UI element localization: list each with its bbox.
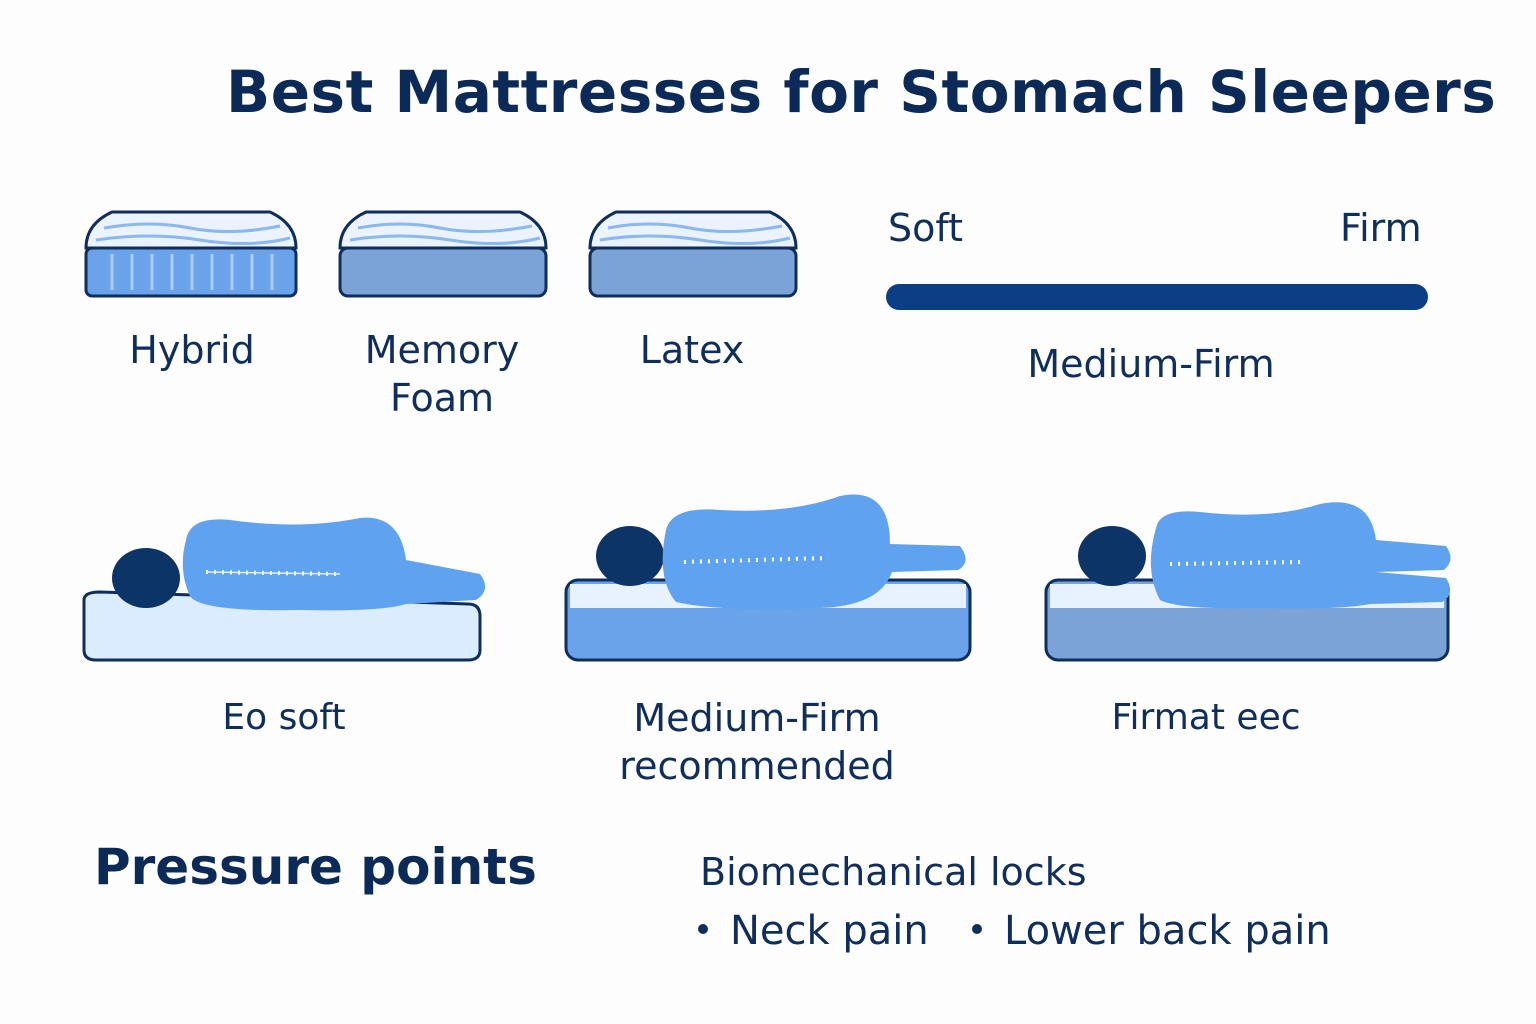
pressure-point-item-label: Neck pain (730, 908, 929, 954)
bullet-dot (972, 924, 982, 934)
mattress-type-label-memory-line2: Foam (389, 376, 495, 420)
pressure-points-heading: Pressure points (94, 838, 537, 896)
latex-mattress-icon (588, 210, 798, 298)
memory-foam-mattress-icon (338, 210, 548, 298)
bullet-dot (698, 924, 708, 934)
pressure-points-subheading: Biomechanical locks (700, 850, 1087, 894)
soft-mattress-sleeper-illustration (82, 517, 486, 662)
hybrid-mattress-icon (84, 210, 298, 298)
firmness-scale-firm-label: Firm (1340, 206, 1422, 250)
pressure-point-item: Neck pain (698, 908, 929, 954)
sleeper-label-medium-firm-line1: Medium-Firm (633, 696, 881, 740)
mattress-type-label-latex: Latex (639, 328, 745, 372)
medium-firm-mattress-sleeper-illustration (564, 494, 972, 662)
mattress-type-label-memory-line1: Memory (364, 328, 520, 372)
sleeper-label-medium-firm-line2: recommended (619, 744, 895, 788)
firmness-scale-recommended-label: Medium-Firm (1027, 342, 1275, 386)
firmness-scale-soft-label: Soft (888, 206, 963, 250)
page-title: Best Mattresses for Stomach Sleepers (226, 58, 1497, 126)
firm-mattress-sleeper-illustration (1044, 502, 1451, 662)
firmness-scale-bar (886, 284, 1428, 310)
sleeper-label-firm: Firmat eec (1111, 697, 1301, 738)
mattress-type-label-hybrid: Hybrid (129, 328, 255, 372)
pressure-point-item: Lower back pain (972, 908, 1331, 954)
pressure-point-item-label: Lower back pain (1004, 908, 1331, 954)
sleeper-label-soft: Eo soft (222, 697, 346, 738)
